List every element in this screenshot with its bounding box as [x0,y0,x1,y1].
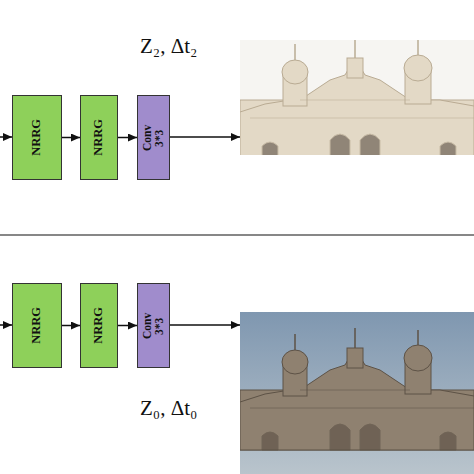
photo-dark [240,312,474,474]
divider-line [0,234,474,235]
block-label: NRRG [92,307,105,344]
flow-arrow [62,137,80,139]
photo-bright [240,40,474,155]
conv-block: Conv 3*3 [137,283,170,368]
input-arrow [0,136,12,138]
exposure-label: Z₀, Δt₀ [140,396,197,421]
nrrg-block: NRRG [80,95,118,180]
output-arrow [169,136,240,138]
flow-arrow [118,137,137,139]
block-label: NRRG [30,307,43,344]
exposure-label: Z₂, Δt₂ [140,34,197,59]
nrrg-block: NRRG [12,283,62,368]
block-label: NRRG [92,119,105,156]
block-label: NRRG [30,119,43,156]
input-arrow [0,324,12,326]
flow-arrow [62,325,80,327]
nrrg-block: NRRG [80,283,118,368]
output-arrow [169,324,240,326]
conv-block: Conv 3*3 [137,95,170,180]
block-label: Conv 3*3 [141,121,165,155]
block-label: Conv 3*3 [141,309,165,343]
flow-arrow [118,325,137,327]
nrrg-block: NRRG [12,95,62,180]
